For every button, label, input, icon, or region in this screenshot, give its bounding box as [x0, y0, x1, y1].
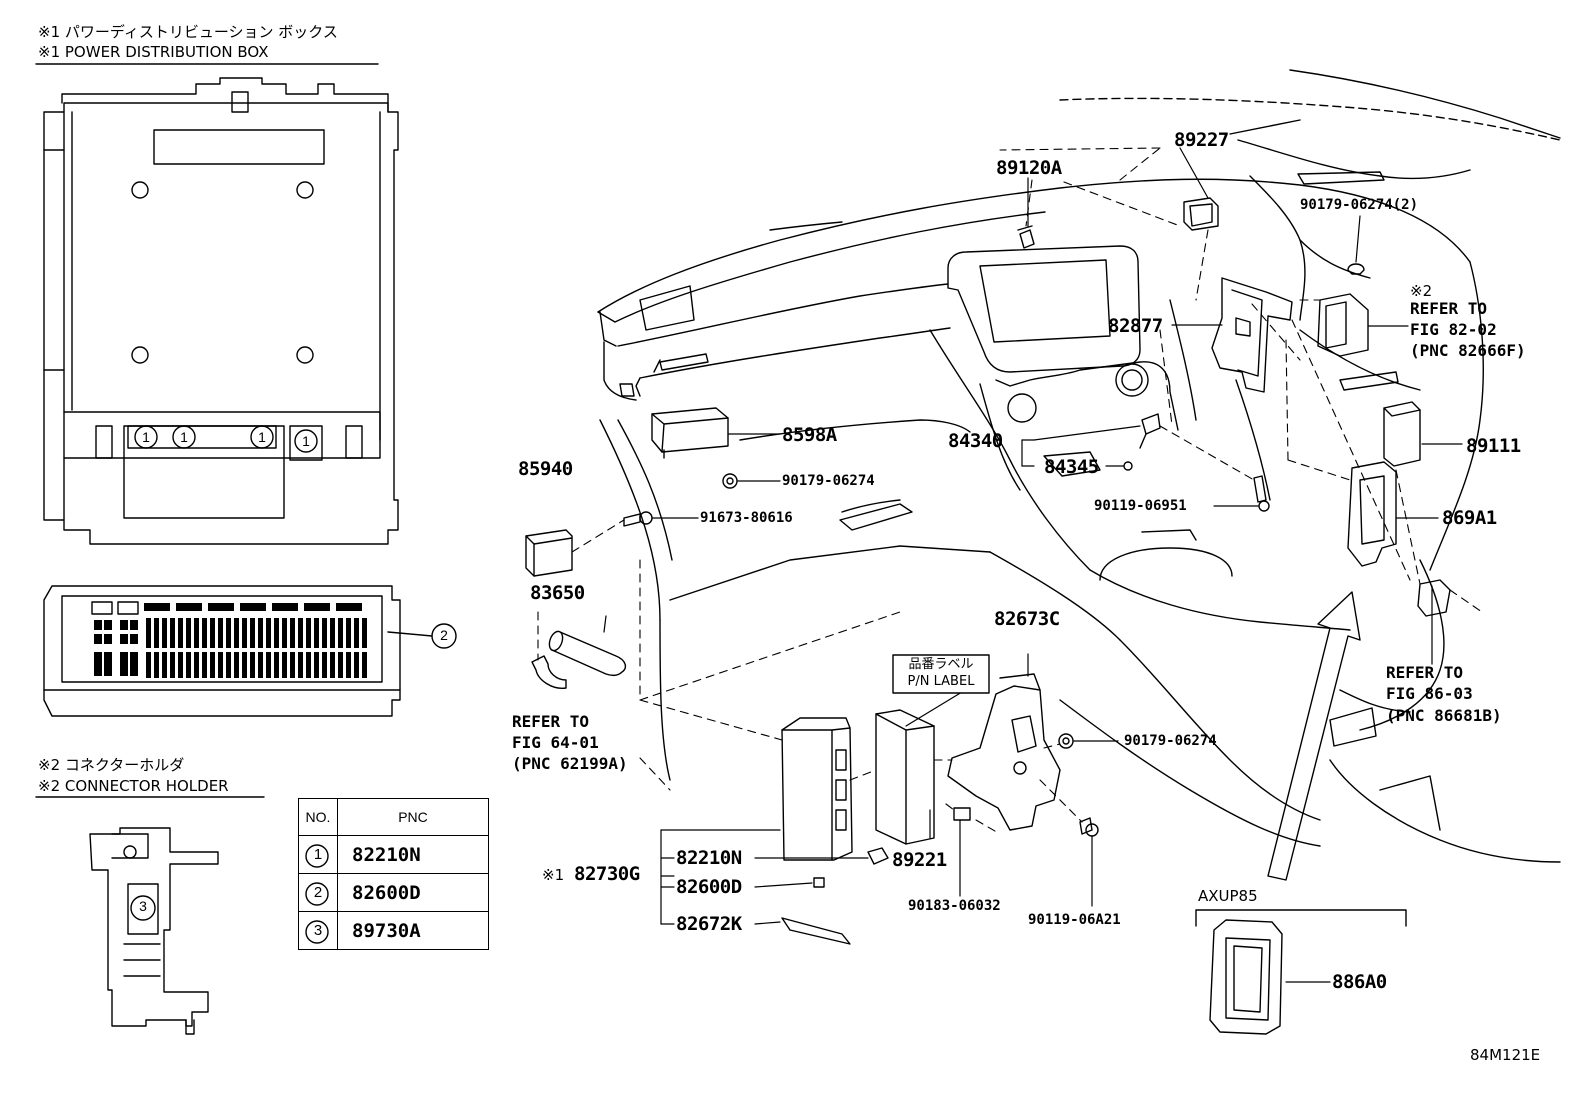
ref-82-mark: ※2 — [1410, 282, 1433, 300]
ref-86-line2: FIG 86-03 — [1386, 684, 1473, 703]
holder-title-jp: ※2 コネクターホルダ — [38, 756, 185, 774]
pdb-title-en: ※1 POWER DISTRIBUTION BOX — [38, 43, 269, 61]
part-89111: 89111 — [1466, 435, 1521, 457]
part-90179-06274-2: 90179-06274(2) — [1300, 197, 1419, 213]
ref-82-line3: (PNC 82666F) — [1410, 341, 1526, 360]
parts-shapes — [525, 197, 1451, 1035]
ref-64-line1: REFER TO — [512, 712, 590, 731]
col-pnc-header: PNC — [337, 798, 489, 836]
part-84345: 84345 — [1044, 456, 1099, 478]
part-90119-06951: 90119-06951 — [1094, 498, 1187, 514]
callout-circles-pdb — [134, 425, 318, 453]
callout-1d: 1 — [302, 433, 310, 449]
part-82672K: 82672K — [676, 913, 742, 935]
part-89120A: 89120A — [996, 157, 1062, 179]
pn-label-en: P/N LABEL — [907, 674, 975, 689]
row-pnc: 89730A — [337, 911, 489, 950]
row-no: 2 — [298, 873, 338, 912]
part-84340: 84340 — [948, 430, 1003, 452]
part-82877: 82877 — [1108, 315, 1163, 337]
row-pnc: 82210N — [337, 835, 489, 874]
callout-numbers-pdb: 1 1 1 1 2 3 — [139, 429, 448, 914]
row-pnc: 82600D — [337, 873, 489, 912]
callout-1c: 1 — [258, 429, 266, 445]
pdb-title-jp: ※1 パワーディストリビューション ボックス — [38, 23, 338, 41]
ref-64-line3: (PNC 62199A) — [512, 754, 628, 773]
row-no: 3 — [298, 911, 338, 950]
ref-64-line2: FIG 64-01 — [512, 733, 599, 752]
row-no-value: 1 — [313, 846, 323, 863]
ref-86-line3: (PNC 86681B) — [1386, 706, 1502, 725]
row-no: 1 — [298, 835, 338, 874]
table-header-row: NO. PNC — [298, 798, 489, 836]
callout-1b: 1 — [180, 429, 188, 445]
part-869A1: 869A1 — [1442, 507, 1497, 529]
part-82600D: 82600D — [676, 876, 742, 898]
ref-82-line2: FIG 82-02 — [1410, 320, 1497, 339]
part-85940: 85940 — [518, 458, 573, 480]
power-distribution-box-side-view — [43, 585, 457, 717]
callout-2: 2 — [440, 627, 448, 643]
pnc-table: NO. PNC 1 82210N 2 82600D 3 89730A — [298, 798, 489, 950]
pn-label-box — [892, 654, 990, 694]
callout-3: 3 — [139, 898, 147, 914]
part-82673C: 82673C — [994, 608, 1060, 630]
ref-86-line1: REFER TO — [1386, 663, 1464, 682]
row-no-value: 3 — [313, 922, 323, 939]
table-row: 2 82600D — [298, 873, 489, 912]
part-83650: 83650 — [530, 582, 585, 604]
power-distribution-box-top-view — [35, 63, 399, 545]
grade-axup85: AXUP85 — [1198, 887, 1258, 905]
fuse-block-pattern — [94, 603, 367, 678]
part-886A0: 886A0 — [1332, 971, 1387, 993]
table-row: 1 82210N — [298, 835, 489, 874]
part-91673-80616: 91673-80616 — [700, 510, 793, 526]
part-82730G-mark: ※1 — [542, 866, 565, 884]
part-82210N: 82210N — [676, 847, 742, 869]
leader-lines — [603, 147, 1463, 983]
part-89221: 89221 — [892, 849, 947, 871]
instrument-panel-illustration — [597, 69, 1561, 881]
dashed-assembly-lines — [537, 147, 1483, 835]
connector-holder-drawing — [35, 796, 265, 1035]
part-8598A: 8598A — [782, 424, 837, 446]
part-82730G: 82730G — [574, 863, 640, 885]
ref-82-line1: REFER TO — [1410, 299, 1488, 318]
table-row: 3 89730A — [298, 911, 489, 950]
pn-label-jp: 品番ラベル — [908, 657, 974, 672]
figure-code: 84M121E — [1470, 1046, 1541, 1064]
part-90179-06274-b: 90179-06274 — [1124, 733, 1217, 749]
row-no-value: 2 — [313, 884, 323, 901]
part-90119-06A21: 90119-06A21 — [1028, 912, 1121, 928]
part-90183-06032: 90183-06032 — [908, 898, 1001, 914]
callout-1a: 1 — [142, 429, 150, 445]
part-89227: 89227 — [1174, 129, 1229, 151]
part-90179-06274-a: 90179-06274 — [782, 473, 875, 489]
holder-title-en: ※2 CONNECTOR HOLDER — [38, 777, 229, 795]
col-no-header: NO. — [298, 798, 338, 836]
